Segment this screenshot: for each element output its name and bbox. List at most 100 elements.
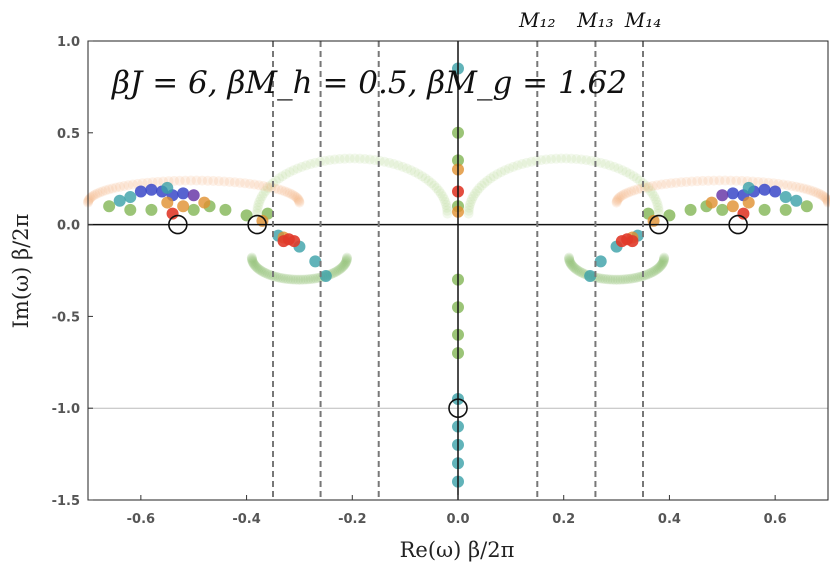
faint-pole <box>512 160 523 171</box>
faint-pole <box>649 265 660 276</box>
faint-pole <box>319 155 330 166</box>
faint-pole <box>274 173 285 184</box>
faint-pole <box>794 182 805 193</box>
faint-pole <box>642 269 653 280</box>
pole-marker <box>758 183 771 196</box>
pole-marker <box>240 209 253 222</box>
open-circle-markers <box>168 214 748 419</box>
faint-pole <box>250 260 261 271</box>
faint-pole <box>564 256 575 267</box>
faint-pole <box>119 180 130 191</box>
faint-pole <box>262 181 273 192</box>
faint-pole <box>83 195 94 206</box>
pole-marker <box>145 203 158 216</box>
faint-pole <box>359 153 370 164</box>
faint-pole <box>282 187 293 198</box>
faint-pole <box>420 173 431 184</box>
faint-pole <box>618 189 629 200</box>
faint-pole <box>651 196 662 207</box>
faint-pole <box>97 186 108 197</box>
faint-pole <box>273 184 284 195</box>
faint-pole <box>263 269 274 280</box>
faint-pole <box>310 273 321 284</box>
faint-pole <box>703 175 714 186</box>
faint-pole <box>246 253 257 264</box>
x-tick-label: -0.4 <box>232 512 260 527</box>
faint-pole <box>656 179 667 190</box>
pole-marker <box>742 196 755 209</box>
faint-pole <box>485 173 496 184</box>
faint-pole <box>260 185 271 196</box>
faint-pole <box>463 208 474 219</box>
faint-pole <box>595 273 606 284</box>
faint-pole <box>676 177 687 188</box>
faint-pole <box>300 274 311 285</box>
faint-pole <box>731 175 742 186</box>
faint-pole <box>612 195 623 206</box>
faint-pole <box>658 256 669 267</box>
faint-pole <box>339 153 350 164</box>
faint-pole <box>654 261 665 272</box>
faint-pole <box>556 153 567 164</box>
y-tick-label: 0.5 <box>57 127 80 142</box>
faint-pole <box>574 266 585 277</box>
faint-pole <box>442 205 453 216</box>
faint-pole <box>429 180 440 191</box>
y-tick-label: 0.0 <box>57 219 80 234</box>
faint-pole <box>284 188 295 199</box>
pole-marker <box>187 189 200 202</box>
faint-pole <box>234 177 245 188</box>
faint-pole <box>813 188 824 199</box>
faint-pole <box>332 265 343 276</box>
faint-pole <box>659 253 670 264</box>
y-tick-label: -1.5 <box>52 494 80 509</box>
faint-pole <box>248 258 259 269</box>
pole-marker <box>177 187 190 200</box>
faint-pole <box>340 258 351 269</box>
faint-pole <box>180 175 191 186</box>
faint-pole <box>611 197 622 208</box>
faint-pole <box>815 189 826 200</box>
faint-pole <box>435 188 446 199</box>
faint-pole <box>127 179 138 190</box>
faint-pole <box>564 252 574 263</box>
faint-pole <box>255 194 266 205</box>
faint-pole <box>329 267 340 278</box>
faint-pole <box>817 190 828 201</box>
faint-pole <box>468 191 479 202</box>
faint-pole <box>174 175 185 186</box>
faint-pole <box>697 175 708 186</box>
faint-pole <box>643 181 654 192</box>
faint-pole <box>169 175 180 186</box>
faint-pole <box>290 274 301 285</box>
faint-pole <box>466 194 477 205</box>
faint-pole <box>564 254 575 265</box>
faint-pole <box>252 205 263 216</box>
x-tick-label: 0.6 <box>764 512 787 527</box>
faint-pole <box>661 178 672 189</box>
faint-pole <box>88 190 99 201</box>
faint-pole <box>476 180 487 191</box>
faint-pole <box>652 199 663 210</box>
faint-pole <box>658 254 669 265</box>
pole-marker <box>288 235 301 248</box>
faint-pole <box>786 180 797 191</box>
faint-pole <box>651 264 662 275</box>
faint-pole <box>492 169 503 180</box>
faint-pole <box>464 199 475 210</box>
faint-pole <box>294 197 305 208</box>
open-circle-marker <box>649 214 669 235</box>
faint-pole <box>185 175 196 186</box>
faint-pole <box>417 171 428 182</box>
faint-pole <box>341 256 352 267</box>
y-tick-label: 1.0 <box>57 35 80 50</box>
faint-pole <box>305 159 316 170</box>
faint-pole <box>335 263 346 274</box>
open-circle-marker <box>448 398 468 419</box>
faint-pole <box>778 179 789 190</box>
faint-pole <box>397 161 408 172</box>
faint-pole <box>279 186 290 197</box>
pole-marker <box>716 203 729 216</box>
pole-marker <box>584 270 597 283</box>
